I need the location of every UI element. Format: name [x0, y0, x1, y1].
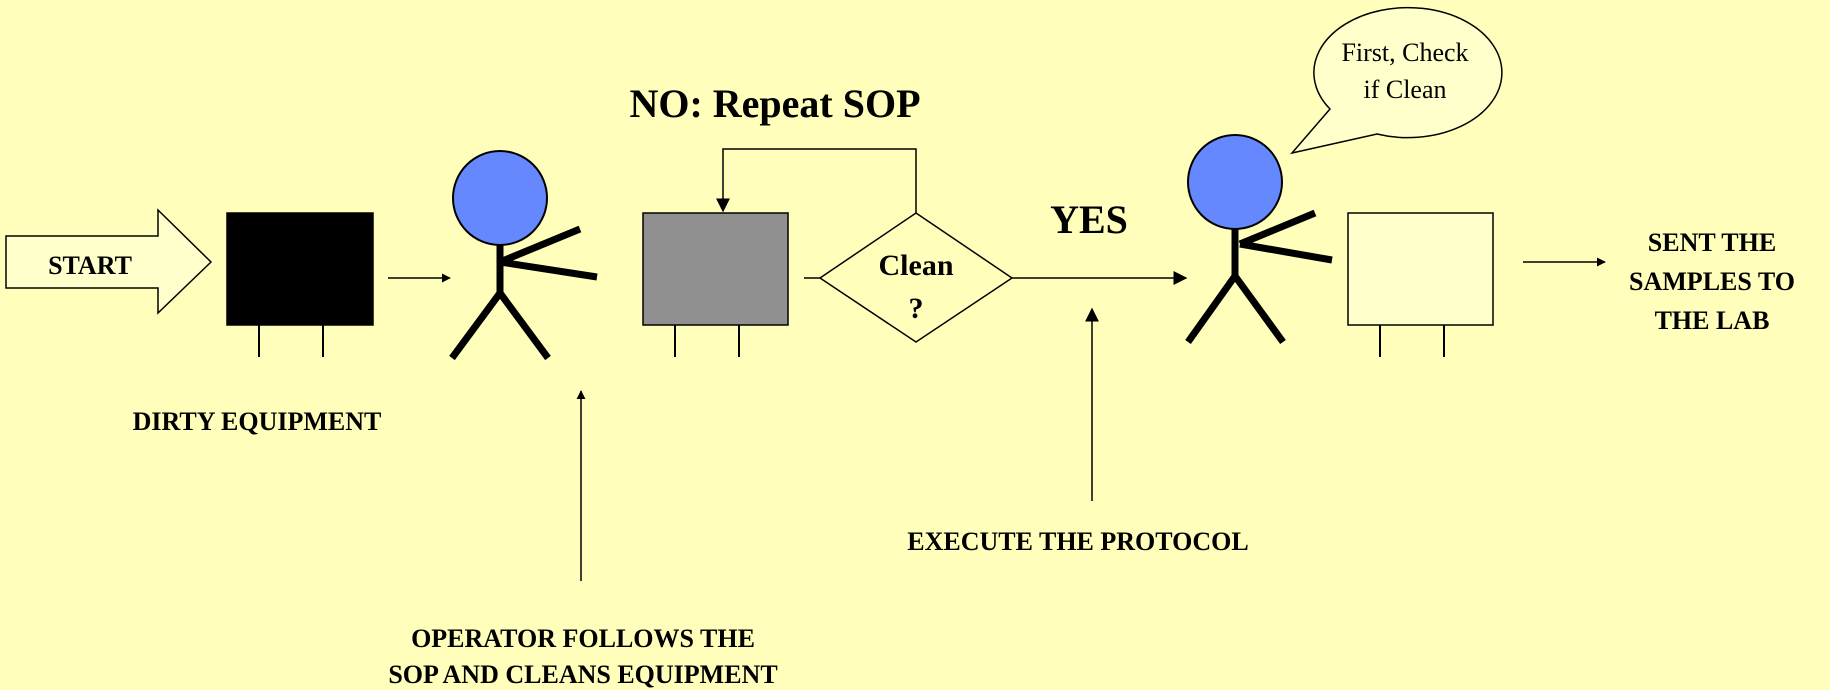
operator-figure: [449, 150, 598, 361]
inspector-leg-right: [1232, 273, 1286, 345]
operator-label-line1: OPERATOR FOLLOWS THE: [411, 624, 755, 653]
speech-bubble-shape: [1289, 6, 1503, 155]
execute-label: EXECUTE THE PROTOCOL: [907, 527, 1248, 556]
operator-head: [452, 150, 548, 246]
operator-arm-upper: [498, 225, 582, 266]
decision-label-line1: Clean: [879, 249, 954, 282]
decision-clean: Clean ?: [818, 212, 1014, 343]
speech-line2: if Clean: [1363, 75, 1446, 104]
yes-label: YES: [1050, 197, 1128, 242]
clean-equipment-box: [1347, 212, 1494, 326]
operator-arm-lower: [499, 258, 598, 281]
dirty-equipment: [226, 212, 374, 357]
equipment-in-process-box: [642, 212, 789, 326]
dirty-equipment-box: [226, 212, 374, 326]
operator-leg-right: [497, 290, 551, 361]
start-label: START: [48, 251, 132, 280]
inspector-arm-upper: [1238, 209, 1317, 248]
sent-label-line2: SAMPLES TO: [1629, 267, 1795, 296]
inspector-arm-lower: [1239, 240, 1333, 264]
inspector-leg-left: [1185, 273, 1238, 345]
decision-diamond: [818, 212, 1014, 343]
equipment-in-process: [642, 212, 789, 357]
decision-label-line2: ?: [909, 292, 924, 325]
operator-leg-left: [449, 290, 503, 361]
operator-label-line2: SOP AND CLEANS EQUIPMENT: [388, 660, 777, 689]
sent-label-line1: SENT THE: [1648, 228, 1776, 257]
speech-bubble: First, Check if Clean: [1289, 6, 1503, 155]
clean-equipment: [1347, 212, 1494, 357]
inspector-head: [1187, 134, 1283, 230]
no-loop-arrow: [716, 148, 917, 213]
sent-label-line3: THE LAB: [1655, 306, 1770, 335]
start-arrow: START: [5, 208, 213, 315]
start-arrow-shape: [5, 208, 213, 315]
no-repeat-label: NO: Repeat SOP: [629, 81, 920, 126]
inspector-figure: [1185, 134, 1333, 345]
speech-line1: First, Check: [1341, 38, 1468, 67]
dirty-equipment-label: DIRTY EQUIPMENT: [133, 407, 382, 436]
